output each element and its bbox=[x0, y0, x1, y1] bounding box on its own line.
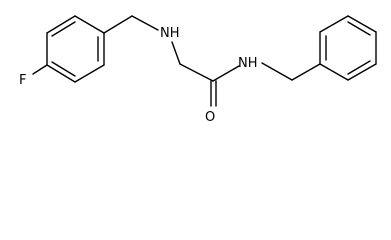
bond bbox=[74, 15, 105, 34]
fluorophenyl-ring bbox=[46, 15, 105, 83]
double-bond-inner bbox=[51, 61, 76, 77]
bond bbox=[291, 63, 321, 81]
bond bbox=[347, 63, 377, 81]
bond bbox=[46, 15, 76, 34]
bond bbox=[74, 64, 105, 83]
amine-nh-label: NH bbox=[160, 26, 180, 41]
carbonyl-oxygen-label: O bbox=[205, 110, 215, 125]
amide-nh-label: NH bbox=[238, 56, 258, 71]
bond bbox=[103, 15, 133, 34]
bond bbox=[131, 15, 159, 31]
double-bond-inner bbox=[347, 60, 371, 75]
bond bbox=[46, 64, 76, 83]
bond bbox=[347, 15, 377, 33]
bond bbox=[319, 63, 349, 81]
phenyl-ring bbox=[319, 15, 377, 81]
double-bond-inner bbox=[51, 21, 76, 37]
bond bbox=[171, 41, 181, 65]
bond bbox=[212, 65, 240, 82]
bond bbox=[319, 15, 349, 33]
c-f-bond bbox=[32, 64, 48, 75]
bond bbox=[179, 63, 214, 82]
structural-formula: F NH O NH bbox=[19, 15, 377, 125]
double-bond-inner bbox=[347, 21, 371, 36]
fluorine-label: F bbox=[19, 73, 26, 88]
bond bbox=[261, 62, 293, 81]
